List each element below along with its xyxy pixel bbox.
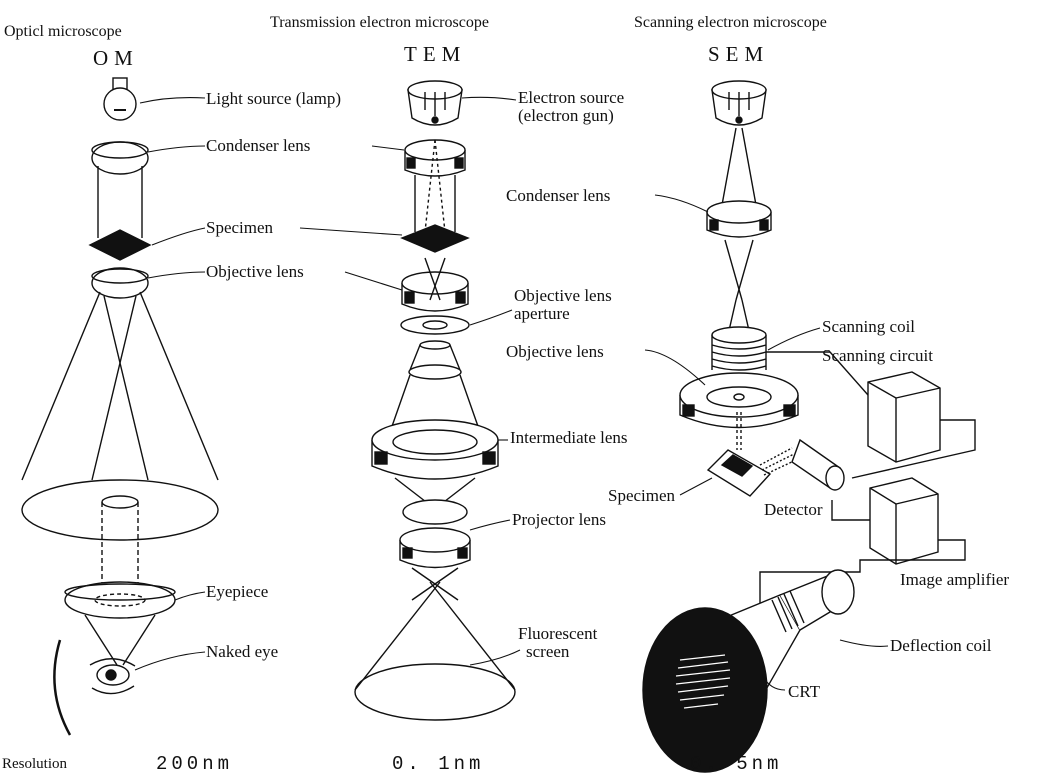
- sem-condenser-lens-icon: [707, 201, 771, 237]
- tem-fluorescent-screen-icon: [355, 664, 515, 720]
- sem-deflection-coil-label: Deflection coil: [890, 636, 992, 655]
- tem-specimen-icon: [402, 225, 468, 252]
- sem-scanning-coil-icon: [712, 327, 766, 370]
- sem-objective-lens-icon: [680, 373, 798, 428]
- tem-objective-lens-icon: [402, 258, 468, 311]
- tem-abbreviation: TEM: [404, 45, 466, 64]
- om-lamp-icon: [104, 78, 136, 120]
- sem-detector-label: Detector: [764, 500, 823, 519]
- tem-projector-lens-icon: [400, 500, 470, 568]
- om-specimen-icon: [90, 230, 150, 260]
- om-eyepiece-label: Eyepiece: [206, 582, 268, 601]
- sem-column: [643, 81, 975, 772]
- tem-electron-gun-icon: [408, 81, 462, 125]
- sem-scanning-circuit-label: Scanning circuit: [822, 346, 933, 365]
- sem-abbreviation: SEM: [708, 45, 769, 64]
- tem-electron-source-label: Electron source: [518, 88, 624, 107]
- sem-condenser-lens-label: Condenser lens: [506, 186, 610, 205]
- om-eyepiece-icon: [65, 582, 175, 618]
- sem-specimen-icon: [708, 450, 770, 496]
- tem-fluorescent-label-2: screen: [526, 642, 569, 661]
- sem-specimen-label: Specimen: [608, 486, 675, 505]
- om-naked-eye-icon: [54, 640, 135, 735]
- tem-objective-aperture-label-2: aperture: [514, 304, 570, 323]
- tem-condenser-lens-icon: [405, 140, 465, 176]
- om-column: [22, 78, 218, 735]
- tem-projector-lens-label: Projector lens: [512, 510, 606, 529]
- om-objective-lens-icon: [92, 268, 148, 298]
- om-title: Opticl microscope: [4, 22, 122, 41]
- om-specimen-label: Specimen: [206, 218, 273, 237]
- om-objective-lens-label: Objective lens: [206, 262, 304, 281]
- om-condenser-lens-icon: [92, 142, 148, 174]
- tem-objective-aperture-label-1: Objective lens: [514, 286, 612, 305]
- om-abbreviation: OM: [93, 49, 139, 68]
- om-light-source-label: Light source (lamp): [206, 89, 341, 108]
- tem-electron-gun-label: (electron gun): [518, 106, 614, 125]
- tem-resolution-value: 0. 1nm: [392, 755, 484, 774]
- tem-intermediate-lens-icon: [372, 420, 498, 479]
- sem-detector-icon: [760, 440, 844, 490]
- sem-title: Scanning electron microscope: [634, 13, 827, 32]
- sem-image-amplifier-label: Image amplifier: [900, 570, 1009, 589]
- sem-resolution-value: 0. 5nm: [690, 755, 782, 774]
- sem-crt-icon: [643, 570, 854, 772]
- tem-fluorescent-label-1: Fluorescent: [518, 624, 597, 643]
- tem-column: [355, 81, 515, 720]
- resolution-label: Resolution: [2, 755, 67, 774]
- om-resolution-value: 200nm: [156, 755, 233, 774]
- sem-image-amplifier-icon: [870, 478, 938, 564]
- tem-intermediate-lens-label: Intermediate lens: [510, 428, 628, 447]
- om-condenser-lens-label: Condenser lens: [206, 136, 310, 155]
- sem-scanning-circuit-icon: [868, 372, 940, 462]
- sem-electron-gun-icon: [712, 81, 766, 125]
- tem-title: Transmission electron microscope: [270, 13, 489, 32]
- tem-objective-aperture-icon: [401, 316, 469, 334]
- sem-crt-label: CRT: [788, 682, 820, 701]
- om-naked-eye-label: Naked eye: [206, 642, 278, 661]
- sem-objective-lens-label: Objective lens: [506, 342, 604, 361]
- sem-scanning-coil-label: Scanning coil: [822, 317, 915, 336]
